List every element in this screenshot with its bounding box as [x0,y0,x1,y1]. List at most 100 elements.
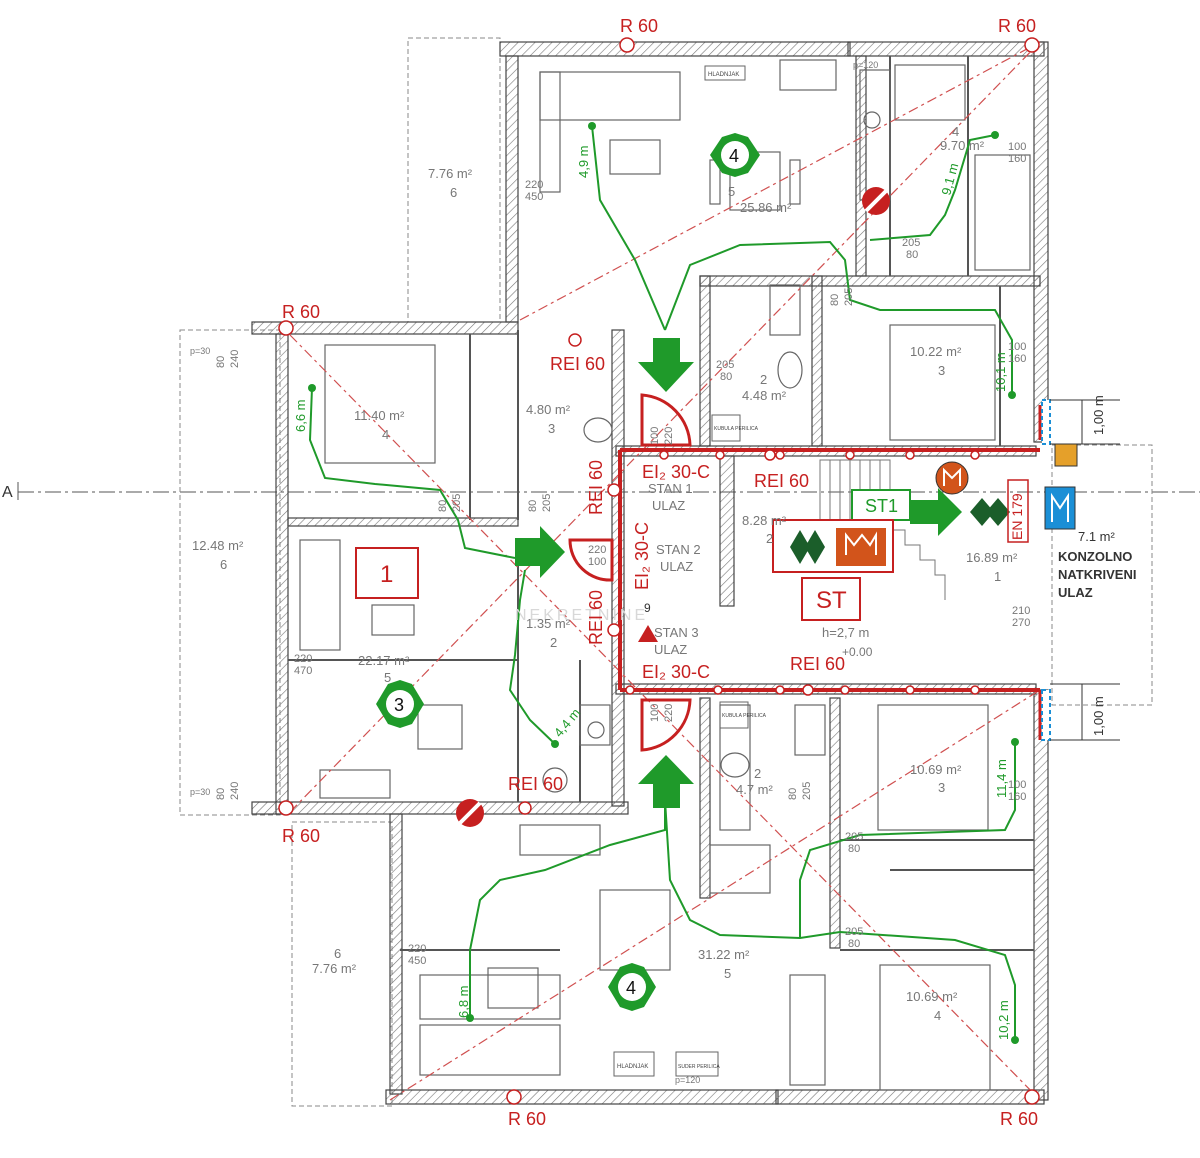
room-bed-w-num: 4 [382,427,389,442]
dishwasher-south: SUDER PERILICA [678,1064,720,1070]
door-entry-bottom: 270 [1012,617,1030,629]
door-stan3-top: 100 [649,704,661,722]
room-hall-w-num: 2 [550,635,557,650]
fridge-south: HLADNJAK [617,1064,648,1070]
door-stan2-top: 220 [588,544,606,556]
lamp-icon [1054,443,1078,467]
room-living-n-area: 25.86 m² [740,200,792,215]
opening-n-w-bottom: 450 [525,191,543,203]
r60-left-bottom: R 60 [282,826,320,846]
win-e-bottom: 160 [1008,353,1026,365]
hydrant-icon [836,528,886,566]
room-terrace-nw-area: 7.76 m² [428,166,473,181]
escape-routes [308,125,1016,1040]
p120-bottom: p=120 [675,1075,700,1085]
fire-zone-diagonals [289,41,1041,1101]
r60-top-center: R 60 [620,16,658,36]
room-terrace-nw-num: 6 [450,185,457,200]
ei30-vertical: EI₂ 30-C [632,522,652,590]
stan1-line1: STAN 1 [648,481,693,496]
door-entry-top: 210 [1012,605,1030,617]
r60-bottom-right: R 60 [1000,1109,1038,1129]
door-stan1-bottom: 220 [663,427,675,445]
distance-d5: 4,4 m [551,705,583,740]
room-living-w-num: 5 [384,670,391,685]
r60-bottom-center: R 60 [508,1109,546,1129]
small-nine-label: 9 [644,601,651,615]
p120-top: p=120 [853,60,878,70]
r60-left-top: R 60 [282,302,320,322]
konzolno-line3: ULAZ [1058,585,1093,600]
room-bed-se-area: 10.69 m² [906,989,958,1004]
door-bath-n-top: 205 [716,359,734,371]
door-bath-s-bottom: 205 [801,782,813,800]
stan2-line2: ULAZ [660,559,693,574]
opening-s-bottom: 450 [408,955,426,967]
entrance-dim-north: 1,00 m [1091,395,1106,435]
warning-triangle-icon [638,625,658,642]
box-one-label: 1 [380,561,393,588]
room-bath-n-area: 4.48 m² [742,388,787,403]
extinguisher-icon-2 [970,498,994,526]
win-w-top-b: 240 [229,350,241,368]
rei60-upper: REI 60 [550,354,605,374]
stan3-line1: STAN 3 [654,625,699,640]
konzolno-area: 7.1 m² [1078,529,1116,544]
door-bath-n-bottom: 80 [720,371,732,383]
st-box: ST [801,577,861,621]
room-labels: 7.76 m² 6 12.48 m² 6 6 7.76 m² 11.40 m² … [192,124,1136,1023]
section-a-label: A [2,484,13,501]
rei60-vertical-2: REI 60 [586,590,606,645]
room-bath-s-num: 2 [754,766,761,781]
exit-arrows [515,338,962,808]
room-bed-e-n-num: 3 [938,363,945,378]
rei60-lower: REI 60 [508,774,563,794]
room-terrace-w-num: 6 [220,557,227,572]
rei60-vertical-1: REI 60 [586,460,606,515]
opening-s-top: 220 [408,943,426,955]
room-living-s-area: 31.22 m² [698,947,750,962]
door-bath-s-top: 80 [787,788,799,800]
win-w-top-a: 80 [215,356,227,368]
stan2-line1: STAN 2 [656,542,701,557]
exit-arrow-north [638,338,694,392]
room-bed-w-area: 11.40 m² [354,408,405,423]
p30-bottom: p=30 [190,787,210,797]
win-se-top: 100 [1008,779,1026,791]
exit-arrow-south [638,755,694,808]
apartment-entrances: STAN 1 ULAZ STAN 2 ULAZ STAN 3 ULAZ [648,481,701,657]
hex-south-label: 4 [626,978,636,998]
room-hall-w-area: 1.35 m² [526,616,571,631]
room-terrace-sw-num: 6 [334,946,341,961]
room-bed-e-s-num: 3 [938,780,945,795]
hex-west: 3 [376,680,424,728]
height-label: h=2,7 m [822,625,869,640]
ei30-top: EI₂ 30-C [642,462,710,482]
distance-d7: 6,8 m [456,985,471,1018]
win-ne-top: 100 [1008,141,1026,153]
door-bath-w-top: 80 [527,500,539,512]
en179-label: EN 179 [1009,493,1025,540]
fire-blankets: 9 [456,187,890,827]
exit-arrow-east [910,488,962,536]
room-bath-n-num: 2 [760,372,767,387]
room-bed-ne-num: 4 [952,124,959,139]
room-bath-w-area: 4.80 m² [526,402,571,417]
hydrant-panel [772,519,894,573]
furniture [299,59,1031,1091]
door-bed-w-bottom: 205 [451,494,463,512]
konzolno-line2: NATKRIVENI [1058,567,1136,582]
washer-north: KUBULA PERILICA [714,426,759,432]
opening-w-top: 220 [294,653,312,665]
door-ne-top: 205 [902,237,920,249]
room-bed-ne-area: 9.70 m² [940,138,985,153]
room-terrace-w-area: 12.48 m² [192,538,244,553]
stan3-line2: ULAZ [654,642,687,657]
fire-corridor-nodes [278,37,1040,1105]
distance-d4: 6,6 m [293,399,308,432]
rei60-labels: REI 60 REI 60 REI 60 REI 60 REI 60 REI 6… [508,354,845,794]
door-bed-e-n-bottom: 205 [843,288,855,306]
door-stan2-bottom: 100 [588,556,606,568]
hex-north-label: 4 [729,146,739,166]
